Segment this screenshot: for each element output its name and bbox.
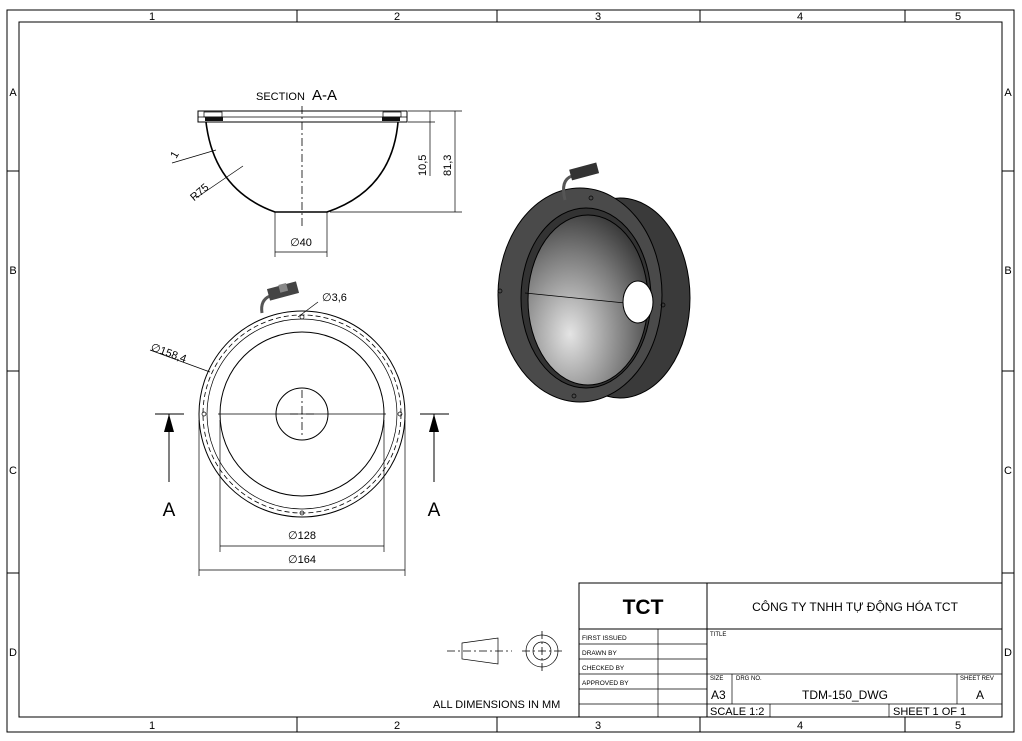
zone-row-b-right: B <box>1004 265 1011 277</box>
sheet-rev-value: A <box>976 688 984 702</box>
dim-hole: ∅3,6 <box>322 292 347 304</box>
section-title-id: A-A <box>312 87 337 104</box>
zone-col-1: 1 <box>149 11 155 23</box>
first-issued-label: FIRST ISSUED <box>582 635 627 642</box>
zone-col-3: 3 <box>595 11 601 23</box>
dim-inner: ∅128 <box>288 530 316 542</box>
section-label-left: A <box>163 500 176 521</box>
sheet-rev-label: SHEET REV <box>960 676 994 682</box>
company-logo: TCT <box>623 596 664 619</box>
drg-no-label: DRG NO. <box>736 676 762 682</box>
section-view: SECTION A-A 1 R75 10,5 81,3 ∅40 <box>168 87 462 257</box>
drawn-by-label: DRAWN BY <box>582 650 617 657</box>
size-label: SIZE <box>710 676 723 682</box>
inner-border <box>18 21 1003 718</box>
drg-no-value: TDM-150_DWG <box>802 688 888 702</box>
dim-flange-height: 10,5 <box>417 155 429 176</box>
zone-col-5-bottom: 5 <box>955 720 961 732</box>
section-label-right: A <box>428 500 441 521</box>
section-title-prefix: SECTION <box>256 91 305 103</box>
dim-outer: ∅164 <box>288 554 316 566</box>
outer-border <box>6 9 1015 733</box>
zone-labels: 1 2 3 4 5 1 2 3 4 5 A B C D A B C D <box>9 11 1012 732</box>
zone-row-a: A <box>9 87 17 99</box>
zone-row-c-right: C <box>1004 465 1012 477</box>
zone-row-b: B <box>9 265 16 277</box>
sheet-number: SHEET 1 OF 1 <box>893 706 966 718</box>
company-name: CÔNG TY TNHH TỰ ĐỘNG HÓA TCT <box>752 599 958 614</box>
projection-symbol-icon <box>447 631 562 671</box>
section-arrow-left: A <box>155 413 184 521</box>
approved-by-label: APPROVED BY <box>582 680 629 687</box>
zone-col-4: 4 <box>797 11 803 23</box>
zone-col-4-bottom: 4 <box>797 720 803 732</box>
zone-row-d-right: D <box>1004 647 1012 659</box>
units-note: ALL DIMENSIONS IN MM <box>433 699 560 711</box>
dim-bolt-circle: ∅158,4 <box>149 342 188 366</box>
zone-col-1-bottom: 1 <box>149 720 155 732</box>
zone-row-a-right: A <box>1004 87 1012 99</box>
zone-col-2-bottom: 2 <box>394 720 400 732</box>
section-arrow-right: A <box>420 413 449 521</box>
zone-col-2: 2 <box>394 11 400 23</box>
dim-total-height: 81,3 <box>442 155 454 176</box>
dim-bottom-diameter: ∅40 <box>290 237 312 249</box>
dim-thickness: 1 <box>168 149 181 160</box>
size-value: A3 <box>711 688 726 702</box>
zone-dividers <box>7 10 1014 732</box>
title-label: TITLE <box>710 632 726 638</box>
zone-row-d: D <box>9 647 17 659</box>
checked-by-label: CHECKED BY <box>582 665 625 672</box>
isometric-view <box>497 162 691 403</box>
zone-col-5: 5 <box>955 11 961 23</box>
title-block: TCT CÔNG TY TNHH TỰ ĐỘNG HÓA TCT FIRST I… <box>578 582 1003 718</box>
scale-value: SCALE 1:2 <box>710 706 764 718</box>
plan-view: ∅3,6 ∅158,4 ∅128 ∅164 A A <box>149 281 449 576</box>
connector-cable-icon <box>260 281 300 314</box>
dim-radius: R75 <box>188 182 211 204</box>
zone-col-3-bottom: 3 <box>595 720 601 732</box>
zone-row-c: C <box>9 465 17 477</box>
